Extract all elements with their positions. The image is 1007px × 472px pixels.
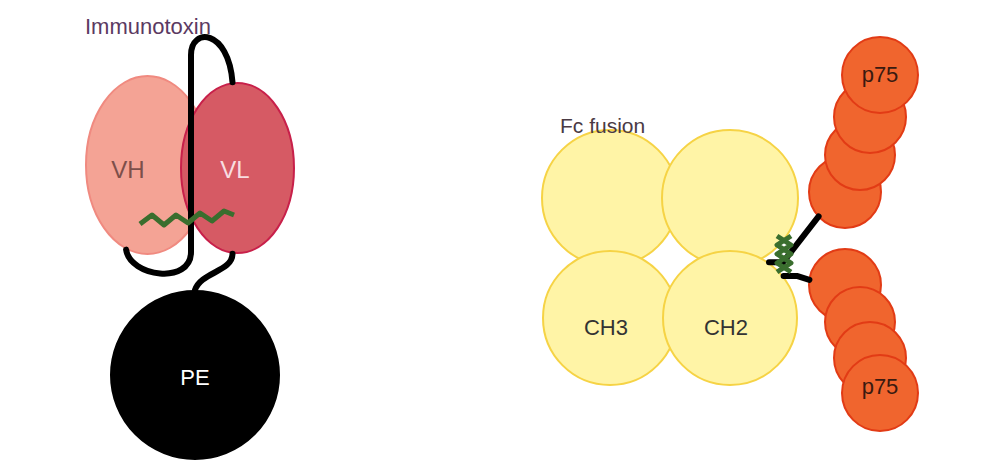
p75-receptor-shape [800,245,925,435]
construct-title: Immunotoxin [85,14,211,39]
receptor-subdomain [842,355,918,431]
ch3-domain-outline [543,251,677,385]
linker-line [126,37,232,273]
domain-label: CH2 [704,315,748,340]
domain-label: p75 [862,374,899,399]
domain-label: PE [180,365,209,390]
pe-toxin-outline [111,291,279,459]
vl-domain-outline [181,83,294,253]
domain-label: CH3 [584,315,628,340]
construct-title: Fc fusion [560,114,645,138]
pe-toxin: PE [110,290,280,460]
domain-label: VH [111,156,144,184]
p75-receptor: p75 [800,25,925,230]
p75-receptor: p75 [800,245,925,435]
linker-line [195,254,233,290]
receptor-subdomain [842,37,918,113]
domain-label: VL [220,156,249,184]
hinge-disulfide [777,236,791,272]
disulfide-bond [140,211,234,225]
ch3-domain: CH3 [542,250,678,386]
fc-domain-circle [542,130,678,266]
hinge-disulfide [777,236,791,272]
vl-domain: VL [180,82,295,254]
domain-label: p75 [862,62,899,87]
p75-receptor-shape [800,25,925,230]
linker-line [784,276,810,280]
